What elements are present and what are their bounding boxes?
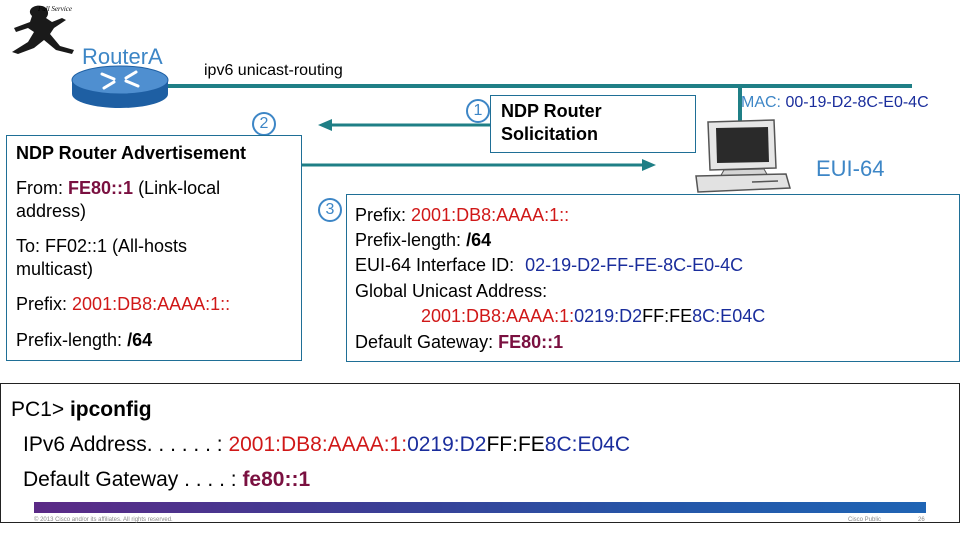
info-prefix-label: Prefix: <box>355 205 407 225</box>
ra-to-line2: multicast) <box>16 259 94 279</box>
info-prefix-length: Prefix-length: /64 <box>355 230 491 251</box>
step-2-badge: 2 <box>252 112 276 136</box>
ra-plen-value: /64 <box>127 330 153 350</box>
footer-classification: Cisco Public <box>848 517 882 523</box>
cmd-command: ipconfig <box>69 398 152 421</box>
ra-from-suffix: (Link-local <box>138 178 221 198</box>
cmd-ipv6-label: IPv6 Address. . . . . . : <box>23 433 223 456</box>
cmd-ipv6-part1: 0219:D2 <box>407 433 487 456</box>
cmd-ipv6-part3: 8C:E04C <box>544 433 631 456</box>
address-computation-box: Prefix: 2001:DB8:AAAA:1:: Prefix-length:… <box>346 194 960 362</box>
cmd-prompt: PC1> <box>11 398 65 421</box>
host-mac: MAC: 00-19-D2-8C-E0-4C <box>741 94 929 112</box>
cmd-gw-value: fe80::1 <box>242 468 311 491</box>
info-prefix: Prefix: 2001:DB8:AAAA:1:: <box>355 205 569 226</box>
info-gw-label: Default Gateway: <box>355 332 494 352</box>
info-gua-value: 2001:DB8:AAAA:1:0219:D2FF:FE8C:E04C <box>421 306 765 327</box>
router-solicitation-box: NDP Router Solicitation <box>490 95 696 153</box>
info-plen-value: /64 <box>466 230 492 250</box>
cmd-prompt-line: PC1> ipconfig <box>11 398 152 422</box>
solicitation-title-line2: Solicitation <box>501 124 599 144</box>
cmd-ipv6-prefix: 2001:DB8:AAAA:1: <box>228 433 408 456</box>
advertisement-arrow-icon <box>302 159 656 171</box>
step-3-badge: 3 <box>318 198 342 222</box>
mac-label: MAC: <box>741 94 781 111</box>
cmd-ipv6-line: IPv6 Address. . . . . . : 2001:DB8:AAAA:… <box>23 433 630 457</box>
eui64-label: EUI-64 <box>816 156 885 181</box>
info-gw-value: FE80::1 <box>498 332 564 352</box>
gua-prefix: 2001:DB8:AAAA:1: <box>421 306 575 326</box>
info-gua-label: Global Unicast Address: <box>355 281 548 301</box>
ra-plen-label: Prefix-length: <box>16 330 123 350</box>
cmd-ipv6-part2: FF:FE <box>486 433 545 456</box>
network-link <box>168 84 912 88</box>
mac-value: 00-19-D2-8C-E0-4C <box>785 94 929 111</box>
logo-text: Full Service <box>38 5 73 13</box>
ra-prefix: Prefix: 2001:DB8:AAAA:1:: <box>16 294 230 315</box>
step-1-badge: 1 <box>466 99 490 123</box>
ra-from-line2: address) <box>16 201 87 221</box>
ra-title: NDP Router Advertisement <box>16 143 247 163</box>
footer-copyright: © 2013 Cisco and/or its affiliates. All … <box>34 517 173 523</box>
info-prefix-value: 2001:DB8:AAAA:1:: <box>411 205 570 225</box>
footer-gradient-bar <box>34 502 926 513</box>
ra-prefix-value: 2001:DB8:AAAA:1:: <box>72 294 231 314</box>
gua-part2: FF:FE <box>642 306 693 326</box>
host-drop-line <box>738 86 742 122</box>
ra-to-line1: To: FF02::1 (All-hosts <box>16 236 188 256</box>
ninja-logo-icon <box>12 5 74 54</box>
ra-prefix-length: Prefix-length: /64 <box>16 330 152 351</box>
gua-part1: 0219:D2 <box>574 306 643 326</box>
ipconfig-output-box: PC1> ipconfig IPv6 Address. . . . . . : … <box>0 383 960 523</box>
router-advertisement-box: NDP Router Advertisement From: FE80::1 (… <box>6 135 302 361</box>
ra-from-label: From: <box>16 178 63 198</box>
router-command: ipv6 unicast-routing <box>204 62 343 79</box>
info-eui64: EUI-64 Interface ID: 02-19-D2-FF-FE-8C-E… <box>355 255 743 276</box>
gua-part3: 8C:E04C <box>692 306 766 326</box>
footer-page-number: 26 <box>918 517 925 523</box>
cmd-gw-label: Default Gateway . . . . : <box>23 468 237 491</box>
info-eui-value: 02-19-D2-FF-FE-8C-E0-4C <box>525 255 744 275</box>
ra-from: From: FE80::1 (Link-local <box>16 178 220 199</box>
info-gateway: Default Gateway: FE80::1 <box>355 332 563 353</box>
solicitation-title-line1: NDP Router <box>501 101 602 121</box>
logo: Full Service <box>4 2 84 60</box>
ra-from-value: FE80::1 <box>68 178 134 198</box>
pc-icon <box>694 118 794 196</box>
ra-prefix-label: Prefix: <box>16 294 68 314</box>
router-icon <box>70 62 170 112</box>
info-plen-label: Prefix-length: <box>355 230 462 250</box>
cmd-gateway-line: Default Gateway . . . . : fe80::1 <box>23 468 310 492</box>
info-eui-label: EUI-64 Interface ID: <box>355 255 515 275</box>
solicitation-arrow-icon <box>318 119 490 131</box>
router-name: RouterA <box>82 44 163 69</box>
